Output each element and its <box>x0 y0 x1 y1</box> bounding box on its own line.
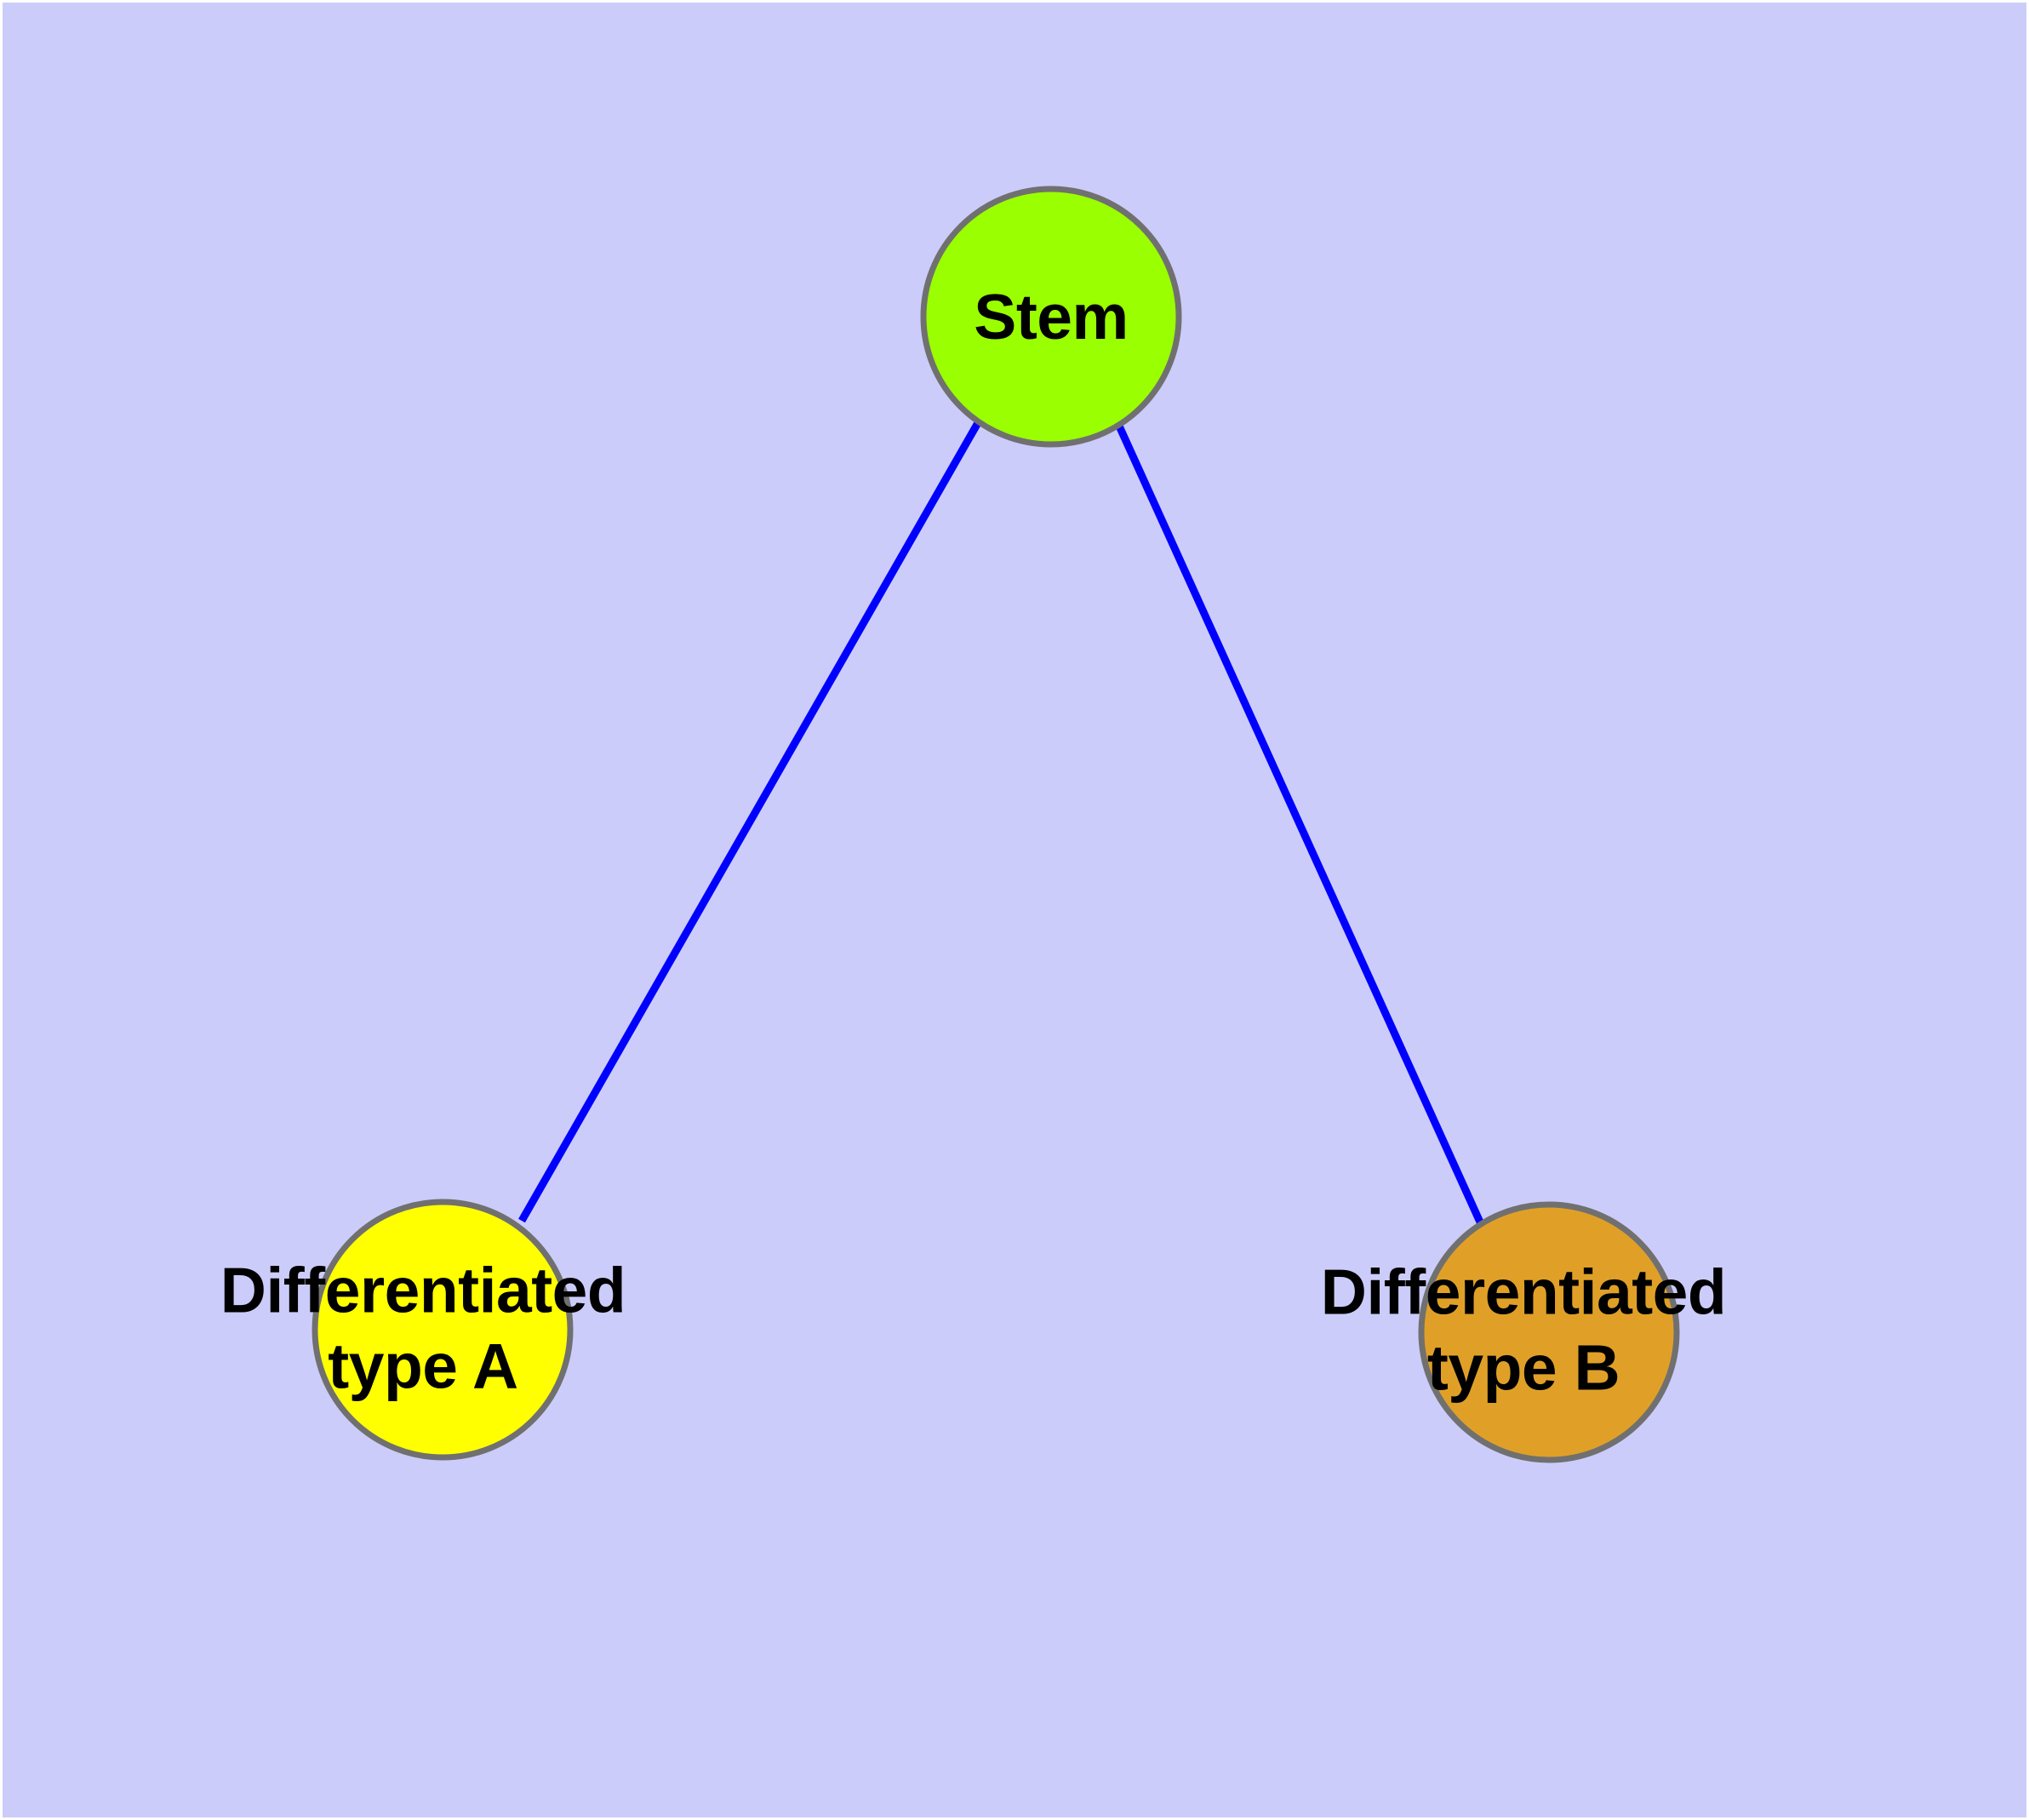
edges-layer <box>518 419 1486 1228</box>
nodes-layer <box>311 186 1680 1463</box>
graph-edge-stem-diff_a[interactable] <box>518 419 982 1223</box>
graph-node-diff_b[interactable] <box>1418 1201 1680 1463</box>
graph-node-diff_a[interactable] <box>311 1199 574 1461</box>
graph-edge-stem-diff_b[interactable] <box>1113 421 1486 1228</box>
graph-node-stem[interactable] <box>920 186 1182 448</box>
